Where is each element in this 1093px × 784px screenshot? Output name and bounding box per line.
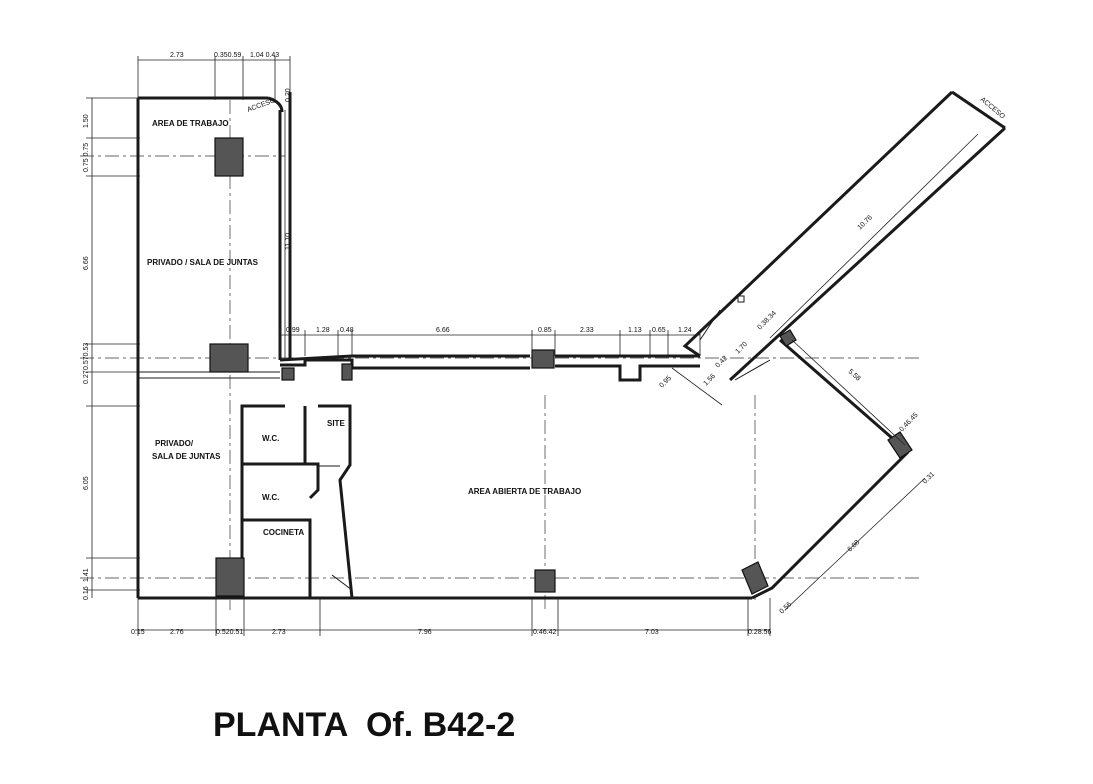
access-label-1: ACCESO: [246, 97, 277, 114]
room-privado-top: PRIVADO / SALA DE JUNTAS: [147, 258, 259, 267]
dim-left-7: 1.41: [83, 568, 90, 582]
dim-6-88: 6.88: [847, 539, 862, 554]
room-privado-bottom-1: PRIVADO/: [155, 439, 194, 448]
dim-left-2: 0.75 0.75: [83, 143, 90, 172]
dim-top-3: 1.04 0.43: [250, 52, 279, 59]
dim-bot-1: 0.15: [131, 629, 145, 636]
dim-acc-3: 0.42: [714, 355, 729, 370]
dim-mid-8: 0.65: [652, 327, 666, 334]
column-2: [209, 343, 249, 373]
plan-title: PLANTA Of. B42-2: [213, 706, 516, 744]
dim-top-1: 2.73: [170, 52, 184, 59]
dim-bot-7: 7.03: [645, 629, 659, 636]
dim-left-1: 1.50: [83, 114, 90, 128]
room-privado-bottom-2: SALA DE JUNTAS: [152, 452, 221, 461]
dim-11-10: 11.10: [285, 233, 292, 250]
dim-acc-5: 0.38.34: [756, 310, 778, 332]
column-9: [887, 431, 913, 459]
dim-mid-4: 6.66: [436, 327, 450, 334]
dim-bot-6: 0.46.42: [533, 629, 556, 636]
dim-left-3: 6.66: [83, 256, 90, 270]
dim-bot-8: 0.28.56: [748, 629, 771, 636]
dim-0-46: 0.46.45: [898, 412, 919, 434]
room-area-trabajo: AREA DE TRABAJO: [152, 119, 229, 128]
access-label-2: ACCESO: [979, 96, 1007, 121]
column-6: [281, 367, 295, 381]
dimension-lines: [86, 56, 979, 636]
dim-mid-3: 0.48: [340, 327, 354, 334]
dim-acc-2: 1.56: [702, 373, 717, 388]
room-wc-1: W.C.: [262, 434, 279, 443]
dim-left-8: 0.16: [83, 586, 90, 600]
dim-top-2: 0.350.59: [214, 52, 241, 59]
dim-bot-2: 2.76: [170, 629, 184, 636]
partitions: [240, 404, 354, 599]
dim-bot-5: 7.96: [418, 629, 432, 636]
dim-mid-2: 1.28: [316, 327, 330, 334]
dim-mid-1: 0.99: [286, 327, 300, 334]
column-3: [215, 557, 245, 597]
dim-acc-1: 0.95: [658, 375, 673, 390]
access-vestibule: [699, 295, 771, 381]
dim-left-4: 0.570.53: [83, 343, 90, 370]
dim-0-31: 0.31: [922, 471, 937, 486]
walls: [136, 90, 1007, 600]
room-area-abierta: AREA ABIERTA DE TRABAJO: [468, 487, 581, 496]
dim-left-6: 6.05: [83, 476, 90, 490]
dim-mid-5: 0.85: [538, 327, 552, 334]
dim-0-56: 0.56: [779, 601, 794, 616]
dim-bot-3: 0.520.51: [216, 629, 243, 636]
dim-mid-9: 1.24: [678, 327, 692, 334]
dim-acc-4: 1.70: [734, 341, 749, 356]
room-site: SITE: [327, 419, 345, 428]
dim-mid-7: 1.13: [628, 327, 642, 334]
column-4: [531, 349, 555, 369]
dim-10-76: 10.76: [857, 214, 875, 231]
dim-left-5: 0.27: [83, 370, 90, 384]
column-7: [341, 363, 353, 381]
columns: [209, 137, 913, 597]
column-1: [214, 137, 244, 177]
room-wc-2: W.C.: [262, 493, 279, 502]
dim-5-58: 5.58: [847, 368, 862, 382]
column-10: [779, 329, 797, 347]
dim-0-20: 0.20: [285, 88, 292, 102]
room-cocineta: COCINETA: [263, 528, 304, 537]
column-8: [741, 561, 769, 595]
column-5: [534, 569, 556, 593]
dim-bot-4: 2.73: [272, 629, 286, 636]
dim-mid-6: 2.33: [580, 327, 594, 334]
